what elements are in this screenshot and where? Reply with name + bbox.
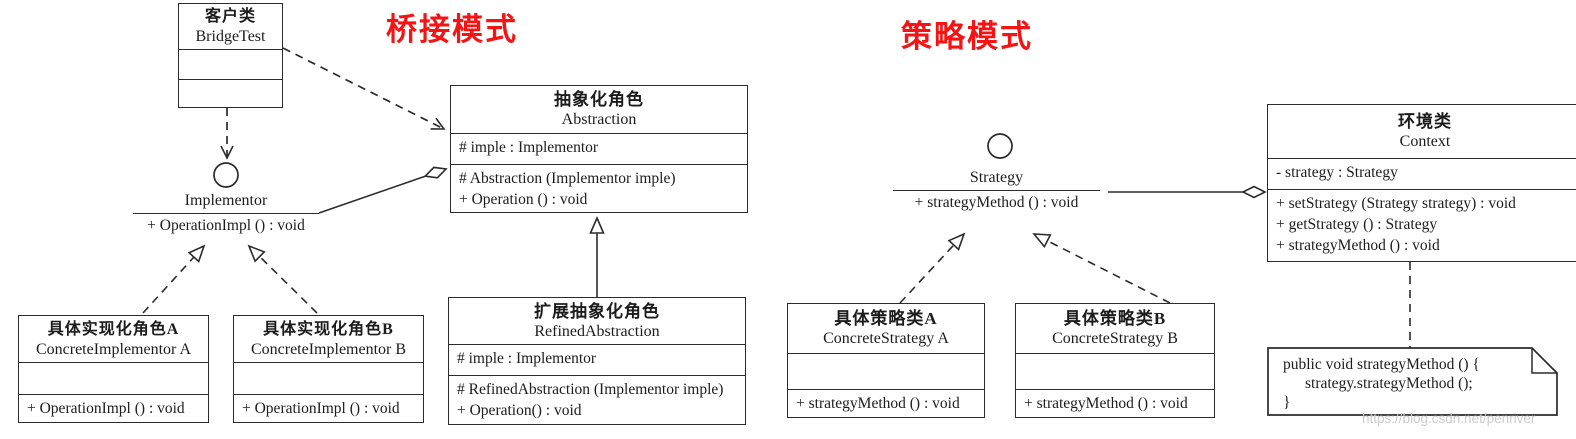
class-name-en: ConcreteStrategy B <box>1052 330 1178 347</box>
class-title: 具体策略类B ConcreteStrategy B <box>1016 304 1214 353</box>
realization-arrow-strategy-b <box>1032 233 1171 304</box>
empty-attributes-compartment <box>788 353 984 389</box>
attribute: # imple : Implementor <box>459 138 599 156</box>
empty-attributes-compartment <box>1016 353 1214 389</box>
class-name-en: ConcreteImplementor A <box>35 340 192 358</box>
strategy-interface: Strategy + strategyMethod () : void <box>893 168 1100 213</box>
method: + setStrategy (Strategy strategy) : void <box>1276 195 1516 212</box>
interface-method: + OperationImpl () : void <box>147 217 305 234</box>
concrete-implementor-b-box: 具体实现化角色B ConcreteImplementor B + Operati… <box>233 315 424 423</box>
class-title: 具体策略类A ConcreteStrategy A <box>788 304 984 353</box>
class-title: 具体实现化角色A ConcreteImplementor A <box>19 316 208 362</box>
abstraction-class-box: 抽象化角色 Abstraction # imple : Implementor … <box>450 85 748 213</box>
method: + OperationImpl () : void <box>27 400 185 417</box>
interface-name: Strategy <box>969 169 1024 186</box>
attributes-compartment: # imple : Implementor <box>449 344 745 375</box>
class-title: 环境类 Context <box>1268 105 1576 158</box>
concrete-strategy-a-box: 具体策略类A ConcreteStrategy A + strategyMeth… <box>787 303 985 418</box>
concrete-implementor-a-box: 具体实现化角色A ConcreteImplementor A + Operati… <box>18 315 209 423</box>
methods-compartment: + strategyMethod () : void <box>1016 389 1214 417</box>
empty-attributes-compartment <box>179 49 282 79</box>
interface-name: Implementor <box>184 192 268 209</box>
method: + Operation () : void <box>459 191 588 208</box>
method: + getStrategy () : Strategy <box>1276 216 1438 233</box>
class-title: 客户类 BridgeTest <box>179 4 282 49</box>
dependency-arrow-client-abstraction <box>282 47 446 130</box>
attribute: # imple : Implementor <box>457 350 597 367</box>
interface-rule <box>133 213 319 214</box>
class-name-cn: 抽象化角色 <box>554 89 644 109</box>
context-class-box: 环境类 Context - strategy : Strategy + setS… <box>1267 104 1576 262</box>
code-line: } <box>1283 394 1291 411</box>
realization-arrow-impl-b <box>247 244 318 314</box>
class-name-cn: 具体策略类A <box>834 309 938 328</box>
class-name-en: Context <box>1399 133 1451 150</box>
class-name-cn: 扩展抽象化角色 <box>534 301 660 321</box>
realization-arrow-impl-a <box>142 244 206 314</box>
code-line: strategy.strategyMethod (); <box>1305 375 1473 392</box>
methods-compartment: + strategyMethod () : void <box>788 389 984 417</box>
class-name-en: RefinedAbstraction <box>534 322 660 340</box>
strategy-pattern-title: 策略模式 <box>901 19 1033 54</box>
empty-attributes-compartment <box>19 362 208 394</box>
class-name-en: ConcreteImplementor B <box>250 340 407 358</box>
implementor-interface: Implementor + OperationImpl () : void <box>133 191 319 236</box>
attribute: - strategy : Strategy <box>1276 164 1398 181</box>
class-name-cn: 具体实现化角色A <box>47 320 180 338</box>
class-title: 具体实现化角色B ConcreteImplementor B <box>234 316 423 362</box>
class-title: 扩展抽象化角色 RefinedAbstraction <box>449 298 745 344</box>
class-name-en: BridgeTest <box>195 28 266 45</box>
method: # RefinedAbstraction (Implementor imple) <box>457 381 724 398</box>
class-name-cn: 具体实现化角色B <box>263 320 394 338</box>
interface-lollipop-icon <box>987 133 1013 159</box>
bridge-pattern-title: 桥接模式 <box>386 12 518 47</box>
interface-rule <box>893 190 1100 191</box>
method: + OperationImpl () : void <box>242 400 400 417</box>
class-name-cn: 客户类 <box>204 8 256 25</box>
method: + Operation() : void <box>457 402 582 419</box>
empty-methods-compartment <box>179 79 282 107</box>
methods-compartment: + OperationImpl () : void <box>234 394 423 422</box>
methods-compartment: + setStrategy (Strategy strategy) : void… <box>1268 189 1576 261</box>
method: + strategyMethod () : void <box>1024 395 1188 412</box>
method: + strategyMethod () : void <box>796 395 960 412</box>
client-class-box: 客户类 BridgeTest <box>178 3 283 108</box>
refined-abstraction-class-box: 扩展抽象化角色 RefinedAbstraction # imple : Imp… <box>448 297 746 425</box>
realization-arrow-strategy-a <box>899 232 966 304</box>
class-name-en: ConcreteStrategy A <box>823 330 949 347</box>
attributes-compartment: # imple : Implementor <box>451 132 747 164</box>
aggregation-link-implementor-abstraction <box>318 166 448 214</box>
interface-lollipop-icon <box>213 162 239 188</box>
methods-compartment: # Abstraction (Implementor imple) + Oper… <box>451 164 747 212</box>
method: # Abstraction (Implementor imple) <box>459 170 676 187</box>
concrete-strategy-b-box: 具体策略类B ConcreteStrategy B + strategyMeth… <box>1015 303 1215 418</box>
class-name-en: Abstraction <box>561 110 637 128</box>
code-note-text: public void strategyMethod () { strategy… <box>1283 355 1545 412</box>
method: + strategyMethod () : void <box>1276 237 1440 254</box>
methods-compartment: # RefinedAbstraction (Implementor imple)… <box>449 375 745 424</box>
class-name-cn: 环境类 <box>1398 112 1452 131</box>
class-name-cn: 具体策略类B <box>1063 309 1167 328</box>
code-line: public void strategyMethod () { <box>1283 356 1480 373</box>
interface-method: + strategyMethod () : void <box>914 194 1079 211</box>
methods-compartment: + OperationImpl () : void <box>19 394 208 422</box>
empty-attributes-compartment <box>234 362 423 394</box>
attributes-compartment: - strategy : Strategy <box>1268 158 1576 189</box>
watermark: https://blog.csdn.net/penriver <box>1362 411 1536 426</box>
class-title: 抽象化角色 Abstraction <box>451 86 747 133</box>
